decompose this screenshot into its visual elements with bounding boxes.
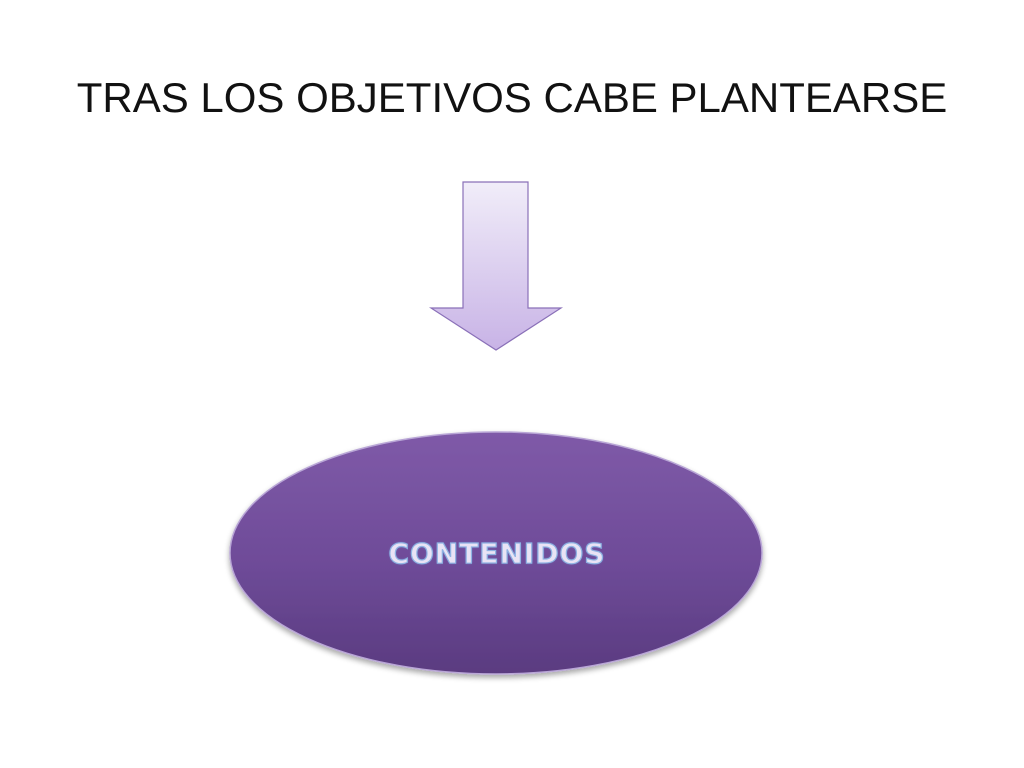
ellipse-label-contenidos: CONTENIDOS: [388, 536, 606, 570]
contenidos-ellipse: [229, 431, 763, 675]
slide-title: TRAS LOS OBJETIVOS CABE PLANTEARSE: [76, 74, 948, 121]
down-arrow-icon: [428, 181, 564, 351]
